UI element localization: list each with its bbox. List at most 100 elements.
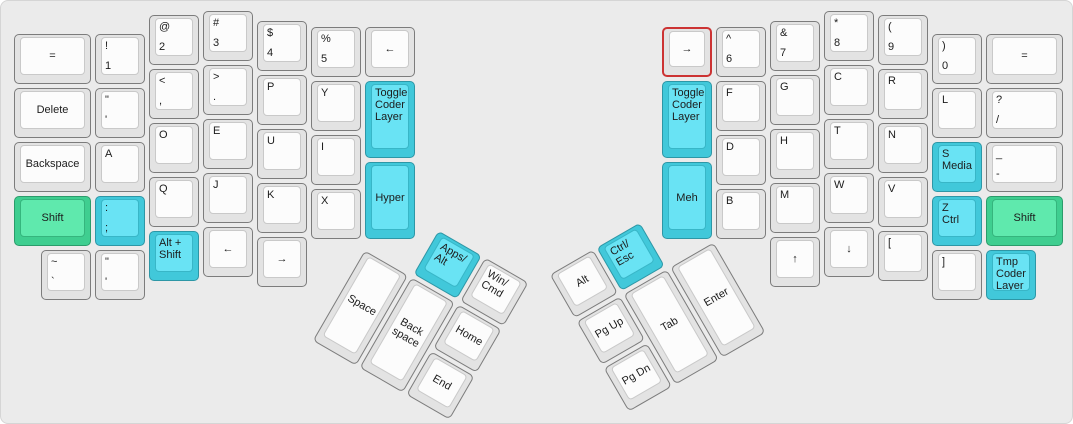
key-v[interactable]: V xyxy=(878,177,928,227)
keycap-delete: Delete xyxy=(20,91,85,129)
key-p[interactable]: P xyxy=(257,75,307,125)
keycap-comma: <, xyxy=(155,72,193,110)
key-label: Pg Dn xyxy=(620,361,653,388)
key-w[interactable]: W xyxy=(824,173,874,223)
key-q[interactable]: Q xyxy=(149,177,199,227)
key-label: $ xyxy=(267,27,274,39)
key-label: Z xyxy=(942,202,949,214)
keycap-home: Home xyxy=(442,310,495,363)
key-label: S xyxy=(942,148,950,160)
key-l[interactable]: L xyxy=(932,88,982,138)
key-left-bracket[interactable]: [ xyxy=(878,231,928,281)
key-j[interactable]: J xyxy=(203,173,253,223)
key-1[interactable]: !1 xyxy=(95,34,145,84)
key-minus[interactable]: _- xyxy=(986,142,1063,192)
key-equal-right[interactable]: = xyxy=(986,34,1063,84)
keycap-shift-left: Shift xyxy=(20,199,85,237)
key-4[interactable]: $4 xyxy=(257,21,307,71)
key-left-arrow-top[interactable]: ← xyxy=(365,27,415,77)
key-a[interactable]: A xyxy=(95,142,145,192)
key-alt-shift[interactable]: Alt +Shift xyxy=(149,231,199,281)
key-6[interactable]: ^6 xyxy=(716,27,766,77)
key-semicolon[interactable]: :; xyxy=(95,196,145,246)
key-f[interactable]: F xyxy=(716,81,766,131)
key-x[interactable]: X xyxy=(311,189,361,239)
keycap-semicolon: :; xyxy=(101,199,139,237)
key-right-arrow-selected[interactable]: → xyxy=(662,27,712,77)
key-comma[interactable]: <, xyxy=(149,69,199,119)
key-label: I xyxy=(321,141,325,153)
keycap-alt: Alt xyxy=(556,255,609,308)
key-5[interactable]: %5 xyxy=(311,27,361,77)
key-label: Media xyxy=(942,160,972,172)
key-equal-left[interactable]: = xyxy=(14,34,91,84)
key-label: Space xyxy=(345,292,379,319)
key-label: ( xyxy=(888,21,892,33)
key-label: Home xyxy=(453,323,485,349)
keycap-shift-right: Shift xyxy=(992,199,1057,237)
key-delete[interactable]: Delete xyxy=(14,88,91,138)
keycap-hyper: Hyper xyxy=(371,165,409,230)
key-label: 2 xyxy=(159,41,166,53)
key-0[interactable]: )0 xyxy=(932,34,982,84)
key-d[interactable]: D xyxy=(716,135,766,185)
key-up-arrow[interactable]: ↑ xyxy=(770,237,820,287)
key-label: Layer xyxy=(672,111,700,123)
key-b[interactable]: B xyxy=(716,189,766,239)
key-2[interactable]: @2 xyxy=(149,15,199,65)
key-m[interactable]: M xyxy=(770,183,820,233)
key-down-arrow[interactable]: ↓ xyxy=(824,227,874,277)
key-right-arrow-bottom[interactable]: → xyxy=(257,237,307,287)
key-label: A xyxy=(105,148,113,160)
key-grave[interactable]: ~` xyxy=(41,250,91,300)
key-y[interactable]: Y xyxy=(311,81,361,131)
keycap-alt-shift: Alt +Shift xyxy=(155,234,193,272)
key-label: = xyxy=(49,50,56,62)
key-label: ↓ xyxy=(846,243,852,255)
key-label: @ xyxy=(159,21,171,33)
key-n[interactable]: N xyxy=(878,123,928,173)
key-label: Backspace xyxy=(25,158,80,170)
key-backspace[interactable]: Backspace xyxy=(14,142,91,192)
key-3[interactable]: #3 xyxy=(203,11,253,61)
key-hyper[interactable]: Hyper xyxy=(365,162,415,239)
key-g[interactable]: G xyxy=(770,75,820,125)
key-right-bracket[interactable]: ] xyxy=(932,250,982,300)
key-i[interactable]: I xyxy=(311,135,361,185)
key-k[interactable]: K xyxy=(257,183,307,233)
key-period[interactable]: >. xyxy=(203,65,253,115)
key-slash[interactable]: ?/ xyxy=(986,88,1063,138)
key-u[interactable]: U xyxy=(257,129,307,179)
key-7[interactable]: &7 xyxy=(770,21,820,71)
keycap-slash: ?/ xyxy=(992,91,1057,129)
key-e[interactable]: E xyxy=(203,119,253,169)
key-label: ! xyxy=(105,40,109,52)
key-shift-right[interactable]: Shift xyxy=(986,196,1063,246)
key-o[interactable]: O xyxy=(149,123,199,173)
key-label: Shift xyxy=(1013,212,1036,224)
key-meh[interactable]: Meh xyxy=(662,162,712,239)
key-label: 1 xyxy=(105,60,112,72)
key-label: Delete xyxy=(36,104,69,116)
key-label: Q xyxy=(159,183,168,195)
key-label: / xyxy=(996,114,1000,126)
key-t[interactable]: T xyxy=(824,119,874,169)
key-left-arrow-bottom[interactable]: ← xyxy=(203,227,253,277)
key-9[interactable]: (9 xyxy=(878,15,928,65)
key-quote-2[interactable]: "' xyxy=(95,250,145,300)
key-quote[interactable]: "' xyxy=(95,88,145,138)
key-h[interactable]: H xyxy=(770,129,820,179)
key-r[interactable]: R xyxy=(878,69,928,119)
key-label: 6 xyxy=(726,53,733,65)
key-8[interactable]: *8 xyxy=(824,11,874,61)
key-shift-left[interactable]: Shift xyxy=(14,196,91,246)
key-c[interactable]: C xyxy=(824,65,874,115)
keycap-left-arrow-bottom: ← xyxy=(209,230,247,268)
key-label: Coder xyxy=(375,99,405,111)
